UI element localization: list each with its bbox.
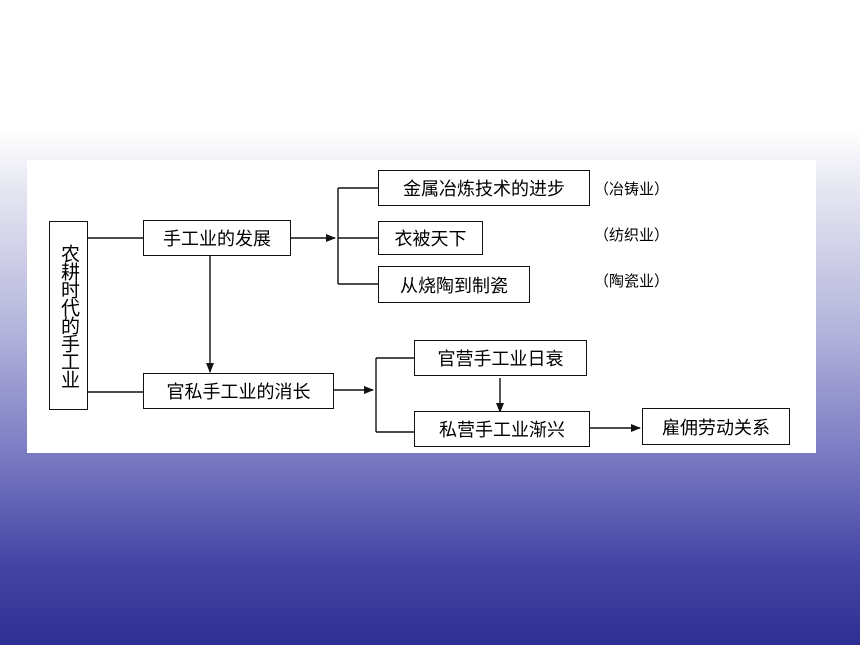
development-node: 手工业的发展 xyxy=(143,220,291,256)
ceramics-node: 从烧陶到制瓷 xyxy=(378,266,530,303)
textile-note: （纺织业） xyxy=(594,226,670,244)
root-node: 农耕时代的手工业 xyxy=(49,221,88,410)
diagram-panel: 农耕时代的手工业 手工业的发展 官私手工业的消长 金属冶炼技术的进步 （冶铸业）… xyxy=(27,160,816,453)
rise-fall-node: 官私手工业的消长 xyxy=(143,373,334,409)
metallurgy-node: 金属冶炼技术的进步 xyxy=(378,170,590,206)
metallurgy-note: （冶铸业） xyxy=(594,180,670,198)
textile-node: 衣被天下 xyxy=(378,221,483,255)
employment-node: 雇佣劳动关系 xyxy=(642,408,790,445)
connector-lines xyxy=(88,187,641,433)
private-rise-node: 私营手工业渐兴 xyxy=(414,411,590,447)
ceramics-note: （陶瓷业） xyxy=(594,272,670,290)
official-decline-node: 官营手工业日衰 xyxy=(414,340,587,376)
